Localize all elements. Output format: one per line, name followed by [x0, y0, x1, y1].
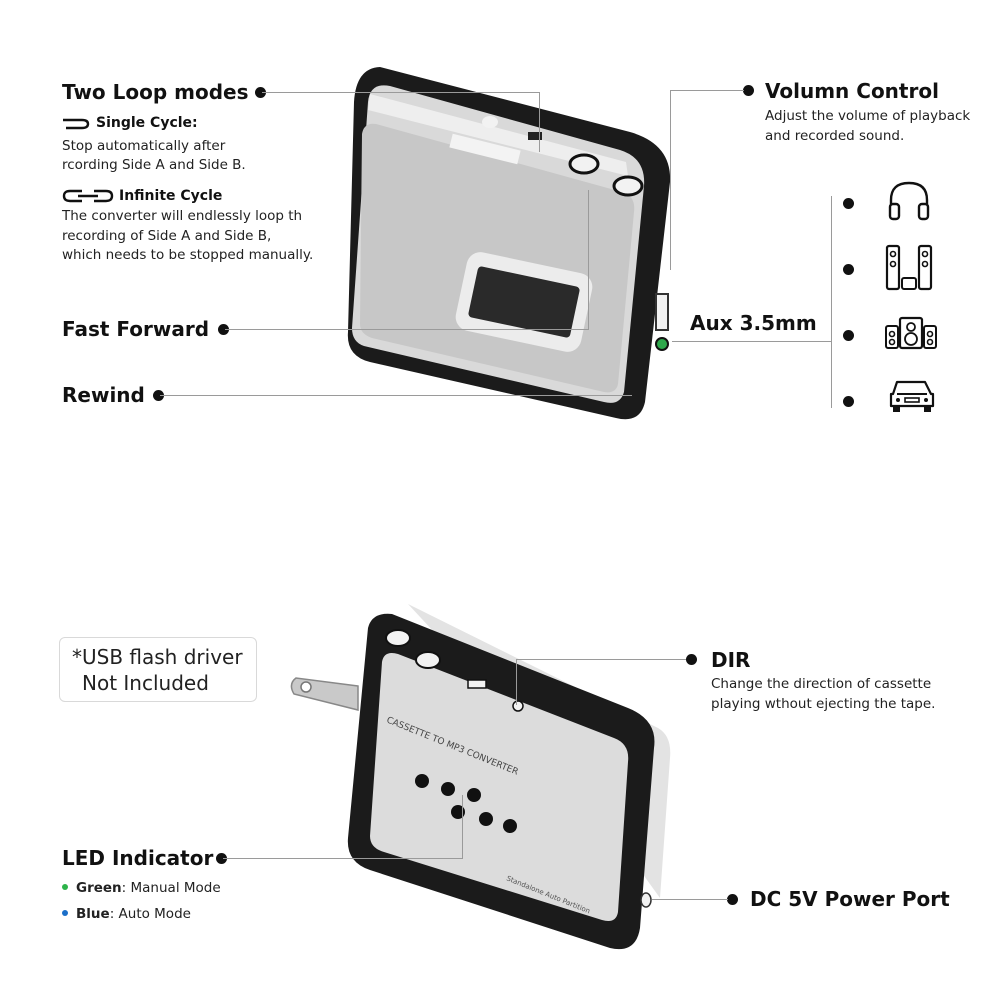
- volume-leader: [670, 90, 744, 91]
- green-led-dot: [62, 884, 68, 890]
- volume-leader-v: [670, 90, 671, 270]
- rewind-dot: [153, 390, 164, 401]
- dir-title: DIR: [711, 648, 751, 672]
- volume-title: Volumn Control: [765, 79, 939, 103]
- led-blue-row: Blue: Auto Mode: [76, 904, 191, 924]
- led-title: LED Indicator: [62, 846, 214, 870]
- speakers-dot: [843, 264, 854, 275]
- dc-port-leader: [652, 899, 728, 900]
- usb-note-box: *USB flash driver Not Included: [59, 637, 257, 702]
- headphones-icon: [888, 181, 930, 221]
- rewind-leader: [160, 395, 632, 396]
- dir-leader: [516, 659, 686, 660]
- fast-forward-label: Fast Forward: [62, 317, 210, 341]
- dc-port-label: DC 5V Power Port: [750, 887, 950, 911]
- dir-desc-2: playing wthout ejecting the tape.: [711, 696, 936, 712]
- fast-forward-leader: [225, 329, 588, 330]
- volume-desc-2: and recorded sound.: [765, 128, 905, 144]
- led-blue-text: : Auto Mode: [109, 906, 191, 922]
- blue-led-dot: [62, 910, 68, 916]
- cassette-player-top-view: [347, 67, 671, 420]
- loop-modes-title: Two Loop modes: [62, 80, 249, 104]
- infinite-cycle-icon: [62, 189, 114, 203]
- cassette-player-bottom-view: CASSETTE TO MP3 CONVERTER Standalone Aut…: [290, 604, 671, 950]
- aux-label: Aux 3.5mm: [690, 311, 817, 335]
- usb-note-line-1: *USB flash driver: [72, 645, 243, 669]
- fast-forward-dot: [218, 324, 229, 335]
- dir-desc-1: Change the direction of cassette: [711, 676, 932, 692]
- bookshelf-speakers-icon: [885, 244, 933, 291]
- dc-port-dot: [727, 894, 738, 905]
- volume-dot: [743, 85, 754, 96]
- led-green-text: : Manual Mode: [121, 880, 221, 896]
- infinite-cycle-desc-2: recording of Side A and Side B,: [62, 228, 272, 244]
- aux-bracket: [831, 196, 832, 408]
- rewind-label: Rewind: [62, 383, 145, 407]
- dir-dot: [686, 654, 697, 665]
- loop-modes-leader-v: [539, 92, 540, 152]
- speaker-system-dot: [843, 330, 854, 341]
- single-cycle-desc-2: rcording Side A and Side B.: [62, 157, 246, 173]
- loop-modes-leader: [262, 92, 540, 93]
- aux-leader: [672, 341, 832, 342]
- single-cycle-desc-1: Stop automatically after: [62, 138, 226, 154]
- infinite-cycle-desc-3: which needs to be stopped manually.: [62, 247, 314, 263]
- car-dot: [843, 396, 854, 407]
- usb-note-line-2: Not Included: [82, 671, 209, 695]
- headphones-dot: [843, 198, 854, 209]
- speaker-system-icon: [885, 316, 937, 350]
- led-green-label: Green: [76, 880, 122, 896]
- fast-forward-leader-v: [588, 190, 589, 330]
- led-green-row: Green: Manual Mode: [76, 878, 221, 898]
- volume-desc-1: Adjust the volume of playback: [765, 108, 971, 124]
- loop-modes-dot: [255, 87, 266, 98]
- infinite-cycle-desc-1: The converter will endlessly loop th: [62, 208, 303, 224]
- single-cycle-icon: [63, 118, 90, 130]
- led-blue-label: Blue: [76, 906, 110, 922]
- led-dot: [216, 853, 227, 864]
- car-icon: [889, 380, 935, 412]
- led-leader-v: [462, 795, 463, 859]
- infinite-cycle-label: Infinite Cycle: [119, 188, 223, 204]
- dir-leader-v: [516, 659, 517, 705]
- led-leader: [223, 858, 463, 859]
- single-cycle-label: Single Cycle:: [96, 115, 198, 131]
